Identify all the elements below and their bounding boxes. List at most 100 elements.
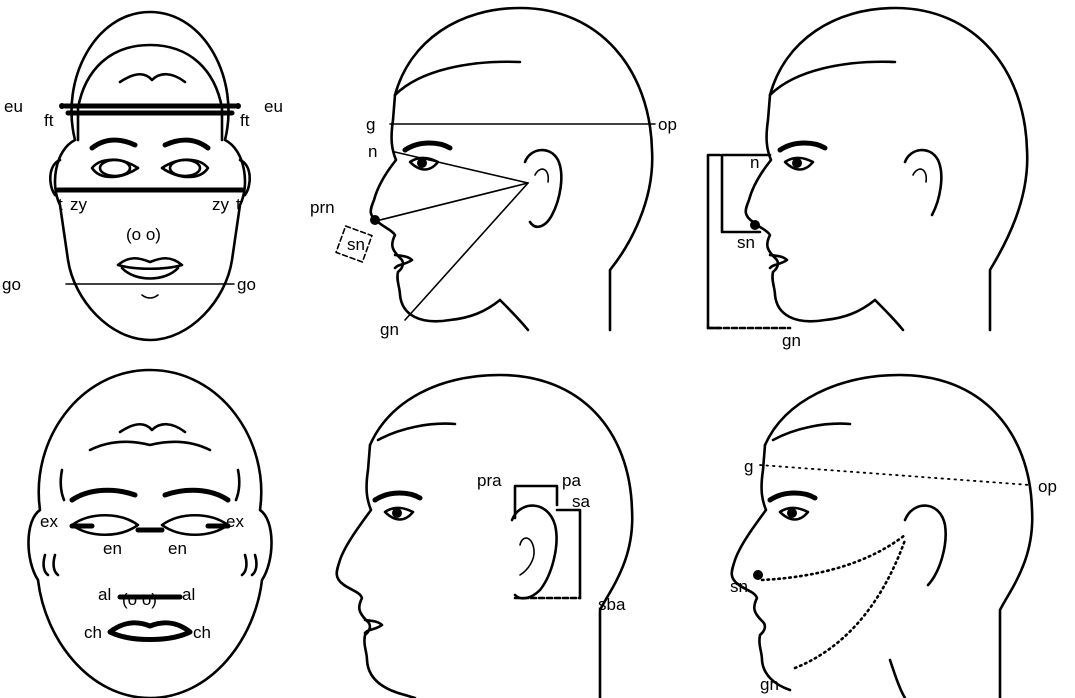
g-op-dotted-line: [760, 465, 1030, 485]
ear: [525, 150, 561, 227]
pupil: [792, 158, 802, 168]
label-g: g: [744, 457, 753, 476]
pupil: [787, 508, 797, 518]
head-outline: [765, 375, 1032, 698]
label-g: g: [366, 115, 375, 134]
prn-dot: [370, 215, 380, 225]
label-ch-right: ch: [193, 623, 211, 642]
hairline: [378, 424, 455, 440]
right-cheek: [242, 555, 256, 575]
label-t-left: t: [58, 195, 63, 214]
brow: [375, 493, 420, 500]
hairline: [395, 62, 520, 95]
head-outline: [55, 12, 245, 340]
label-go-right: go: [237, 275, 256, 294]
gn-t-line: [405, 183, 528, 320]
label-sba: sba: [598, 595, 626, 614]
right-brow: [165, 490, 228, 500]
label-gn: gn: [760, 675, 779, 694]
head-outline: [28, 370, 271, 698]
label-go-left: go: [2, 275, 21, 294]
hair-wave: [120, 74, 185, 82]
left-brow: [92, 140, 135, 148]
label-ch-left: ch: [84, 623, 102, 642]
label-al-right: al: [182, 585, 195, 604]
neck: [875, 300, 903, 330]
label-gn: gn: [782, 331, 801, 350]
label-pra: pra: [477, 471, 502, 490]
face-outline: [337, 445, 405, 695]
label-ft-left: ft: [44, 111, 54, 130]
hair-wave-top: [120, 424, 185, 432]
nose-glyph: (o o): [122, 590, 157, 609]
label-zy-left: zy: [70, 195, 88, 214]
sn-t-dotted-arc: [762, 535, 905, 580]
head-outline: [395, 8, 652, 330]
front-face-top: eu eu ft ft t zy zy t (o o) go go: [2, 12, 283, 340]
label-ex-right: ex: [226, 512, 244, 531]
neck: [500, 300, 528, 330]
label-sa: sa: [572, 492, 591, 511]
ear-inner: [520, 538, 534, 575]
right-eye-inner: [170, 160, 200, 176]
neck: [890, 660, 905, 698]
ear: [905, 150, 941, 215]
upper-lip: [118, 258, 182, 269]
label-pa: pa: [562, 471, 581, 490]
hairline: [773, 424, 850, 440]
left-cheek: [44, 555, 58, 575]
head-outline: [370, 375, 632, 698]
label-eu-right: eu: [264, 97, 283, 116]
front-face-bottom: ex ex en en al al (o o) ch ch: [28, 370, 271, 698]
label-op: op: [658, 115, 677, 134]
label-zy-right: zy: [212, 195, 230, 214]
label-gn: gn: [380, 320, 399, 339]
label-en-right: en: [168, 539, 187, 558]
gn-t-dotted-arc: [795, 540, 905, 668]
sn-dot: [750, 220, 760, 230]
brow: [780, 143, 825, 150]
ear-inner: [913, 169, 926, 182]
mouth: [110, 623, 190, 640]
ear-inner: [535, 169, 548, 182]
brow: [770, 493, 815, 500]
label-t-right: t: [236, 195, 241, 214]
hair-wave: [90, 442, 210, 450]
brow: [405, 143, 450, 150]
label-ft-right: ft: [240, 111, 250, 130]
label-sn: sn: [730, 577, 748, 596]
label-op: op: [1038, 477, 1057, 496]
hairline: [770, 62, 895, 95]
nose-glyph: (o o): [126, 225, 161, 244]
right-brow: [165, 140, 208, 148]
ear: [905, 506, 946, 585]
label-ex-left: ex: [40, 512, 58, 531]
right-temple: [236, 470, 239, 500]
left-temple: [61, 470, 64, 500]
pupil: [392, 508, 402, 518]
label-al-left: al: [98, 585, 111, 604]
label-prn: prn: [310, 198, 335, 217]
label-en-left: en: [103, 539, 122, 558]
head-outline: [770, 8, 1027, 330]
profile-top-center: g op n prn sn gn: [310, 8, 677, 339]
n-gn-bracket: [708, 155, 720, 328]
face-outline: [746, 95, 875, 321]
left-brow: [72, 490, 135, 500]
label-eu-left: eu: [4, 97, 23, 116]
sa-sba-bracket: [557, 510, 580, 598]
label-sn: sn: [347, 235, 365, 254]
profile-bottom-right: g op sn gn: [730, 375, 1057, 698]
sn-dot: [753, 570, 763, 580]
label-n: n: [368, 142, 377, 161]
label-sn: sn: [737, 233, 755, 252]
profile-top-right: n sn gn: [708, 8, 1027, 350]
prn-t-line: [380, 183, 528, 220]
n-sn-bracket: [722, 155, 770, 232]
hairline: [78, 45, 222, 140]
label-n: n: [750, 153, 759, 172]
face-outline: [732, 445, 790, 690]
chin-mark: [142, 295, 158, 298]
left-eye-inner: [100, 160, 130, 176]
